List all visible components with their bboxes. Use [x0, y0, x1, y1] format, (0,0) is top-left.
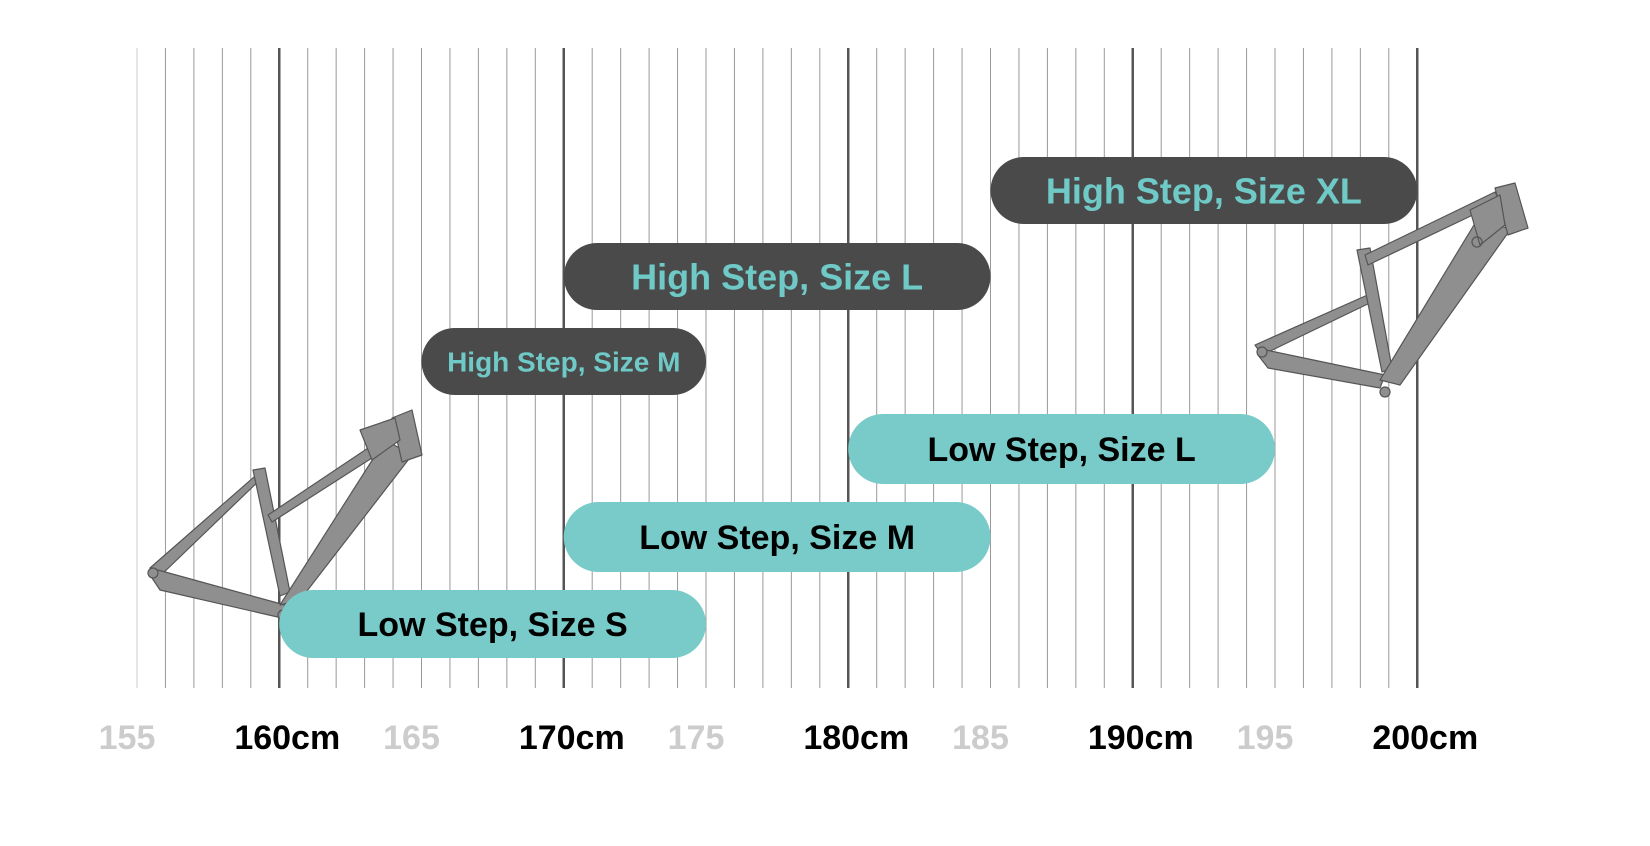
tick-label-165: 165 [383, 719, 440, 757]
bar-label: Low Step, Size S [358, 606, 628, 644]
bar-shape [563, 243, 991, 310]
tick-label-190: 190cm [1088, 719, 1194, 757]
low-step-frame-image [147, 409, 423, 621]
tick-label-195: 195 [1237, 719, 1294, 757]
tick-label-185: 185 [952, 719, 1009, 757]
bar-label: High Step, Size L [631, 256, 923, 297]
bar-shape [279, 590, 706, 658]
tick-label-180: 180cm [803, 719, 909, 757]
bar-high-step-size-m: High Step, Size M [421, 328, 706, 395]
bar-high-step-size-xl: High Step, Size XL [990, 157, 1418, 224]
bar-high-step-size-l: High Step, Size L [563, 243, 991, 310]
bar-shape [563, 502, 991, 572]
bar-low-step-size-l: Low Step, Size L [848, 414, 1275, 484]
bar-shape [990, 157, 1418, 224]
high-step-frame-image [1254, 182, 1529, 398]
bar-label: High Step, Size XL [1046, 170, 1362, 211]
bar-low-step-size-m: Low Step, Size M [563, 502, 991, 572]
bar-low-step-size-s: Low Step, Size S [279, 590, 706, 658]
tick-label-200: 200cm [1372, 719, 1478, 757]
bars: High Step, Size XL High Step, Size L High … [279, 157, 1418, 658]
tick-label-155: 155 [99, 719, 156, 757]
tick-label-170: 170cm [519, 719, 625, 757]
bar-shape [848, 414, 1275, 484]
bar-label: Low Step, Size M [639, 519, 915, 557]
bike-frames [147, 182, 1529, 621]
bar-label: High Step, Size M [447, 347, 680, 378]
tick-label-160: 160cm [234, 719, 340, 757]
bar-label: Low Step, Size L [928, 431, 1196, 469]
x-axis-tick-labels: 155 160cm 165 170cm 175 180cm 185 190cm 195 200cm [99, 719, 1479, 757]
tick-label-175: 175 [668, 719, 725, 757]
bar-shape [421, 328, 706, 395]
